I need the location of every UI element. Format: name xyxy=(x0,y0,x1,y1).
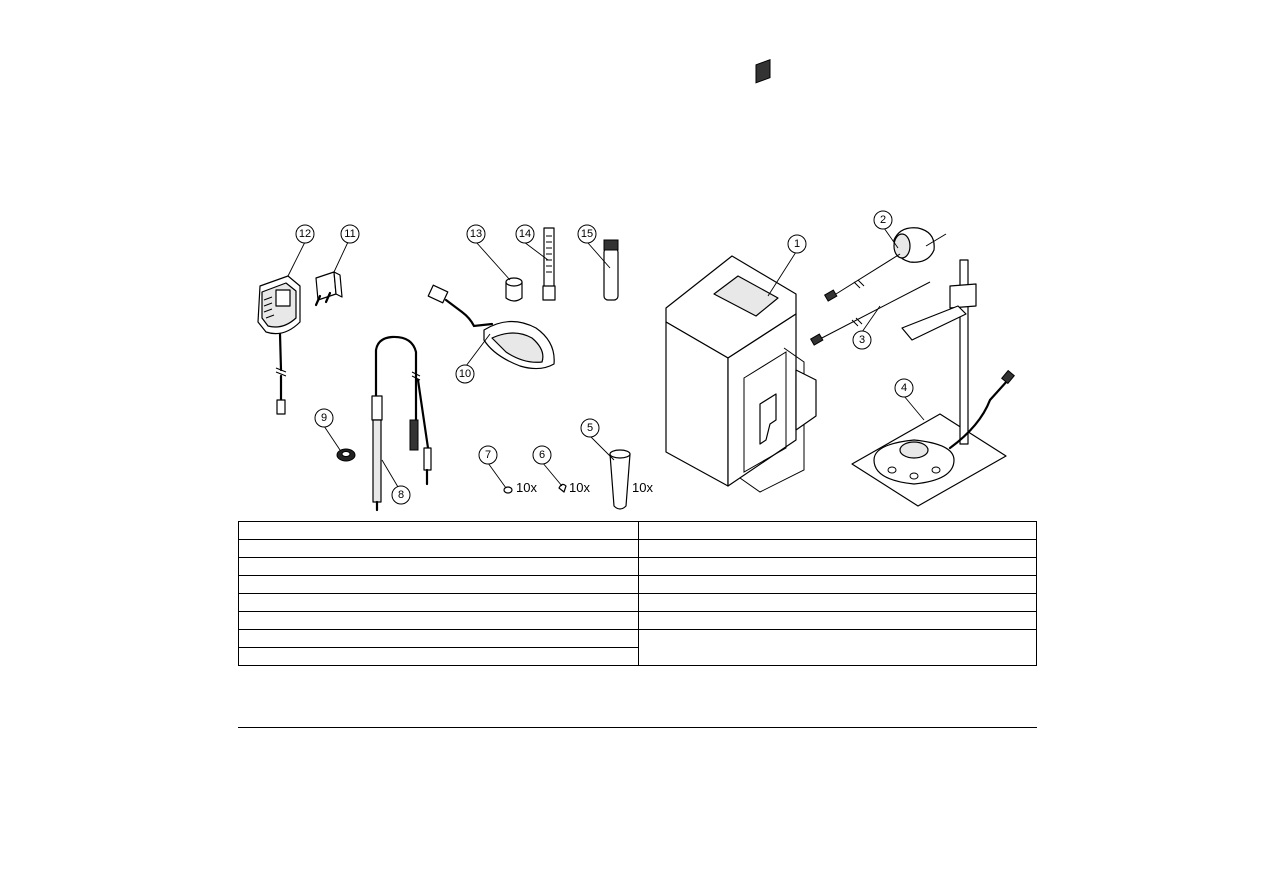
table-cell xyxy=(638,611,1037,630)
table-cell xyxy=(638,539,1037,558)
titrator-drawing xyxy=(665,59,817,493)
quantity-label-5: 10x xyxy=(632,480,653,495)
callout-6-label: 6 xyxy=(539,449,545,461)
callout-10-label: 10 xyxy=(459,368,471,380)
callout-4-label: 4 xyxy=(901,382,907,394)
table-row xyxy=(238,575,1037,594)
table-row xyxy=(238,539,1037,558)
power-supply-drawing xyxy=(257,275,301,415)
callout-12: 12 xyxy=(295,224,315,244)
callout-14: 14 xyxy=(515,224,535,244)
quantity-label-6: 10x xyxy=(569,480,590,495)
callout-15: 15 xyxy=(577,224,597,244)
callout-14-label: 14 xyxy=(519,228,531,240)
table-cell xyxy=(238,647,639,666)
table-cell xyxy=(638,575,1037,594)
tubing-drawing xyxy=(809,281,931,346)
table-cell-merged xyxy=(638,629,1037,666)
callout-7: 7 xyxy=(478,445,498,465)
table-cell xyxy=(238,539,639,558)
temperature-sensor-drawing xyxy=(542,227,556,301)
table-cell xyxy=(238,629,639,648)
table-cell xyxy=(638,521,1037,540)
table-row xyxy=(238,593,1037,612)
callout-5: 5 xyxy=(580,418,600,438)
parts-legend-table xyxy=(238,521,1037,666)
beaker-drawing xyxy=(609,449,631,510)
bottle-cap-drawing xyxy=(823,227,947,302)
callout-8: 8 xyxy=(391,485,411,505)
table-row xyxy=(238,629,1037,666)
callout-12-label: 12 xyxy=(299,228,311,240)
callout-10: 10 xyxy=(455,364,475,384)
table-row xyxy=(238,557,1037,576)
footer-divider xyxy=(238,727,1037,728)
table-cell xyxy=(238,557,639,576)
callout-11: 11 xyxy=(340,224,360,244)
callout-9-label: 9 xyxy=(321,412,327,424)
leader-lines xyxy=(287,227,925,489)
stand-drawing xyxy=(851,259,1015,507)
table-row xyxy=(238,647,1037,666)
vial-drawing xyxy=(603,239,619,301)
callout-3: 3 xyxy=(852,330,872,350)
callout-13-label: 13 xyxy=(470,228,482,240)
callout-1-label: 1 xyxy=(794,238,800,250)
callout-4: 4 xyxy=(894,378,914,398)
cap-drawing xyxy=(558,483,567,493)
callout-5-label: 5 xyxy=(587,422,593,434)
callout-15-label: 15 xyxy=(581,228,593,240)
adapter-sleeve-drawing xyxy=(505,277,523,302)
stirrer-drawing xyxy=(427,284,555,370)
table-row xyxy=(238,521,1037,540)
quantity-label-7: 10x xyxy=(516,480,537,495)
table-cell xyxy=(638,557,1037,576)
table-cell xyxy=(238,575,639,594)
callout-11-label: 11 xyxy=(344,228,355,240)
callout-2: 2 xyxy=(873,210,893,230)
table-cell xyxy=(238,521,639,540)
callout-9: 9 xyxy=(314,408,334,428)
callout-8-label: 8 xyxy=(398,489,404,501)
callout-6: 6 xyxy=(532,445,552,465)
plug-adapter-drawing xyxy=(314,271,343,307)
seal-drawing xyxy=(503,486,513,494)
electrode-drawing xyxy=(371,335,432,512)
callout-13: 13 xyxy=(466,224,486,244)
callout-3-label: 3 xyxy=(859,334,865,346)
table-cell xyxy=(638,593,1037,612)
callout-1: 1 xyxy=(787,234,807,254)
callout-7-label: 7 xyxy=(485,449,491,461)
o-ring-drawing xyxy=(336,448,356,462)
table-cell xyxy=(238,593,639,612)
table-row xyxy=(238,611,1037,630)
callout-2-label: 2 xyxy=(880,214,886,226)
table-cell xyxy=(238,611,639,630)
